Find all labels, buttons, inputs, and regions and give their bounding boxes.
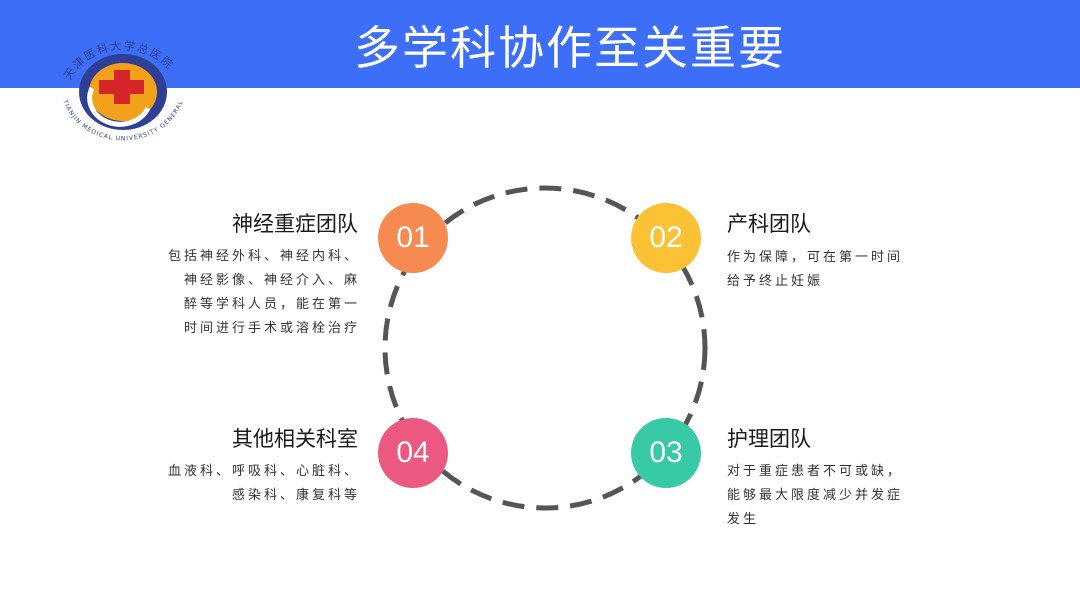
- team-heading-neuro: 神经重症团队: [232, 212, 358, 236]
- hospital-logo-icon: 天津医科大学总医院 TIANJIN MEDICAL UNIVERSITY GEN…: [52, 30, 184, 142]
- step-badge-04: 04: [378, 418, 448, 488]
- page-title: 多学科协作至关重要: [354, 21, 786, 75]
- team-desc-nursing: 对于重症患者不可或缺， 能够最大限度减少并发症 发生: [727, 460, 937, 532]
- step-badge-02: 02: [631, 203, 701, 273]
- step-badge-03: 03: [631, 418, 701, 488]
- team-heading-others: 其他相关科室: [232, 427, 358, 451]
- desc-line: 神经影像、神经介入、麻: [183, 273, 360, 288]
- desc-line: 包括神经外科、神经内科、: [167, 249, 360, 264]
- desc-line: 对于重症患者不可或缺，: [727, 464, 904, 479]
- desc-line: 醉等学科人员，能在第一: [183, 297, 360, 312]
- desc-line: 血液科、呼吸科、心脏科、: [167, 464, 360, 479]
- team-heading-obstetrics: 产科团队: [727, 212, 811, 236]
- step-badge-01: 01: [378, 203, 448, 273]
- desc-line: 感染科、康复科等: [231, 488, 360, 503]
- team-desc-others: 血液科、呼吸科、心脏科、 感染科、康复科等: [138, 460, 360, 508]
- team-desc-obstetrics: 作为保障，可在第一时间 给予终止妊娠: [727, 246, 937, 294]
- team-heading-nursing: 护理团队: [727, 427, 811, 451]
- desc-line: 发生: [727, 512, 760, 527]
- desc-line: 时间进行手术或溶栓治疗: [183, 321, 360, 336]
- team-desc-neuro: 包括神经外科、神经内科、 神经影像、神经介入、麻 醉等学科人员，能在第一 时间进…: [138, 245, 360, 341]
- desc-line: 给予终止妊娠: [727, 274, 824, 289]
- title-bar: [0, 0, 1080, 88]
- desc-line: 能够最大限度减少并发症: [727, 488, 904, 503]
- desc-line: 作为保障，可在第一时间: [727, 250, 904, 265]
